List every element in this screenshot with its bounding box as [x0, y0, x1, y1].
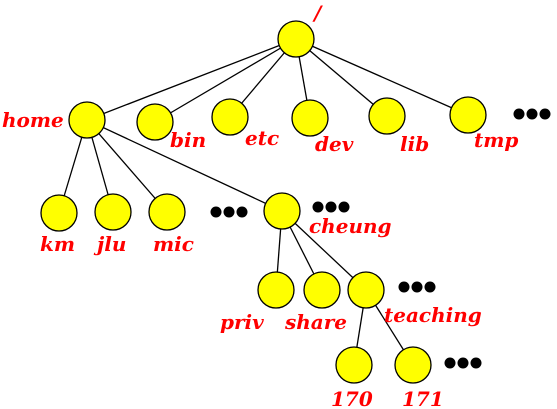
node-km: [40, 194, 78, 232]
ellipsis-dot: [312, 201, 324, 213]
ellipsis-dot: [210, 206, 222, 218]
label-lib: lib: [400, 132, 429, 156]
node-c170: [335, 346, 373, 384]
label-home: home: [2, 108, 64, 132]
edge-root-bin: [154, 38, 297, 123]
node-lib: [368, 97, 406, 135]
ellipsis-dot: [444, 357, 456, 369]
node-dev: [291, 99, 329, 137]
label-priv: priv: [220, 310, 264, 334]
ellipsis-dot: [513, 108, 525, 120]
label-bin: bin: [170, 128, 206, 152]
ellipsis-dot: [526, 108, 538, 120]
label-dev: dev: [315, 132, 354, 156]
edge-root-home: [86, 38, 297, 121]
ellipsis-dot: [236, 206, 248, 218]
label-km: km: [40, 232, 75, 256]
node-cheung: [263, 192, 301, 230]
ellipsis-dot: [411, 281, 423, 293]
node-priv: [257, 271, 295, 309]
ellipsis-dot: [223, 206, 235, 218]
ellipsis-dot: [398, 281, 410, 293]
label-mic: mic: [153, 232, 194, 256]
tree-ellipses: [210, 108, 551, 369]
node-bin: [136, 103, 174, 141]
tree-nodes: [40, 20, 487, 384]
label-c170: 170: [331, 387, 373, 409]
ellipsis-after-171: [444, 357, 482, 369]
ellipsis-after-tmp: [513, 108, 551, 120]
node-teaching: [347, 271, 385, 309]
label-cheung: cheung: [309, 214, 392, 238]
label-root: /: [312, 1, 323, 25]
ellipsis-dot: [325, 201, 337, 213]
ellipsis-after-teaching: [398, 281, 436, 293]
label-teaching: teaching: [384, 303, 482, 327]
label-tmp: tmp: [474, 128, 518, 152]
node-jlu: [94, 193, 132, 231]
node-etc: [211, 98, 249, 136]
edge-home-cheung: [86, 119, 283, 212]
ellipsis-between-mic-cheung: [210, 206, 248, 218]
node-share: [303, 271, 341, 309]
ellipsis-after-cheung: [312, 201, 350, 213]
node-home: [68, 101, 106, 139]
node-c171: [394, 346, 432, 384]
label-jlu: jlu: [93, 232, 126, 256]
label-c171: 171: [402, 387, 444, 409]
node-mic: [148, 193, 186, 231]
ellipsis-dot: [457, 357, 469, 369]
ellipsis-dot: [424, 281, 436, 293]
ellipsis-dot: [470, 357, 482, 369]
node-root: [277, 20, 315, 58]
edge-home-mic: [86, 119, 168, 213]
label-share: share: [284, 310, 347, 334]
edge-cheung-teaching: [281, 210, 367, 291]
node-tmp: [449, 96, 487, 134]
ellipsis-dot: [539, 108, 551, 120]
ellipsis-dot: [338, 201, 350, 213]
label-etc: etc: [245, 126, 279, 150]
edge-root-tmp: [295, 38, 469, 116]
edge-root-lib: [295, 38, 388, 117]
